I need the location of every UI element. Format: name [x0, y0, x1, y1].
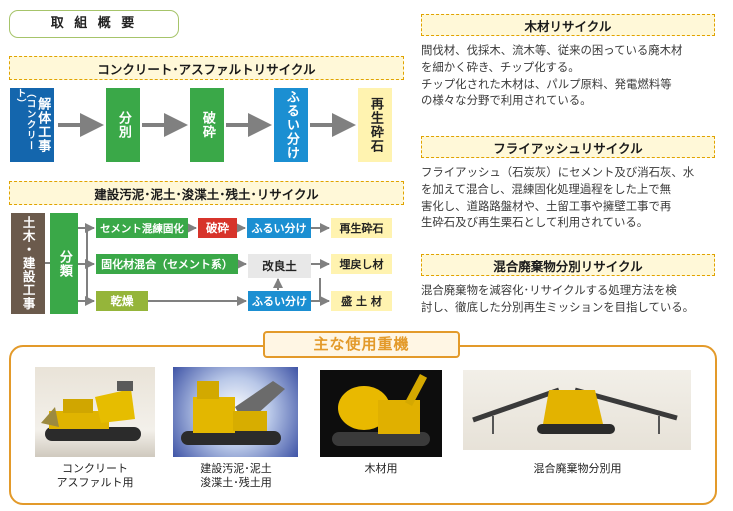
concrete-recycle-banner: コンクリート･アスファルトリサイクル: [9, 56, 404, 80]
soil-mixer-icon: [181, 381, 285, 445]
recycled-gravel-box: 再生砕石: [358, 88, 392, 162]
demolition-sublabel: （コンクリート）: [14, 88, 36, 151]
mixed-waste-title: 混合廃棄物分別リサイクル: [493, 258, 643, 274]
machine-photo-sludge: [173, 367, 298, 457]
civil-construction-box: 土木・建設工事: [11, 213, 45, 314]
overview-title: 取 組 概 要: [9, 10, 179, 38]
drying-box: 乾燥: [96, 291, 148, 311]
wood-chipper-icon: [332, 373, 430, 446]
embankment-box: 盛 土 材: [331, 291, 392, 311]
mixed-waste-text: 混合廃棄物を減容化･リサイクルする処理方法を検 討し、徹底した分別再生ミッション…: [421, 283, 695, 314]
wood-recycle-banner: 木材リサイクル: [421, 14, 715, 36]
sludge-recycle-banner: 建設汚泥･泥土･浚渫土･残土･リサイクル: [9, 181, 404, 205]
caption-concrete: コンクリート アスファルト用: [56, 462, 134, 489]
wood-recycle-title: 木材リサイクル: [524, 18, 612, 34]
caption-sludge: 建設汚泥･泥土 浚渫土･残土用: [200, 462, 272, 489]
machines-title: 主な使用重機: [313, 335, 410, 353]
machine-photo-concrete: [35, 367, 155, 457]
flyash-recycle-banner: フライアッシュリサイクル: [421, 136, 715, 158]
screener-icon: [472, 387, 678, 434]
arrow-r3-2: [311, 278, 321, 302]
concrete-recycle-title: コンクリート･アスファルトリサイクル: [97, 61, 316, 77]
caption-mixed: 混合廃棄物分別用: [533, 462, 622, 475]
sludge-recycle-title: 建設汚泥･泥土･浚渫土･残土･リサイクル: [94, 186, 319, 202]
machine-photo-wood: [320, 370, 442, 457]
improved-soil-box: 改良土: [248, 254, 311, 278]
flyash-recycle-title: フライアッシュリサイクル: [493, 140, 643, 156]
sieve-box-2: ふるい分け: [247, 218, 311, 238]
crush-box-2: 破砕: [198, 218, 237, 238]
classify-box: 分類: [50, 213, 78, 314]
sieve-box-3: ふるい分け: [248, 291, 311, 311]
flyash-recycle-text: フライアッシュ（石炭灰）にセメント及び消石灰、水 を加えて混合し、混練固化処理過…: [421, 165, 695, 230]
machines-title-box: 主な使用重機: [263, 331, 460, 358]
backfill-box: 埋戻し材: [331, 254, 392, 274]
cement-solidify-box: セメント混練固化: [96, 218, 188, 238]
wood-recycle-text: 間伐材、伐採木、流木等、従来の困っている廃木材 を細かく砕き、チップ化する。 チ…: [421, 43, 683, 108]
sieve-box: ふるい分け: [274, 88, 308, 162]
demolition-label: 解体工事: [35, 97, 51, 153]
concrete-crusher-icon: [41, 381, 141, 441]
caption-wood: 木材用: [364, 462, 398, 475]
recycled-gravel-box-2: 再生砕石: [331, 218, 392, 238]
mixed-waste-banner: 混合廃棄物分別リサイクル: [421, 254, 715, 276]
crush-box: 破砕: [190, 88, 224, 162]
machine-photo-mixed: [463, 370, 691, 450]
solidifier-mix-box: 固化材混合（セメント系）: [96, 254, 238, 274]
sort-box: 分別: [106, 88, 140, 162]
demolition-box: 解体工事 （コンクリート）: [10, 88, 54, 162]
